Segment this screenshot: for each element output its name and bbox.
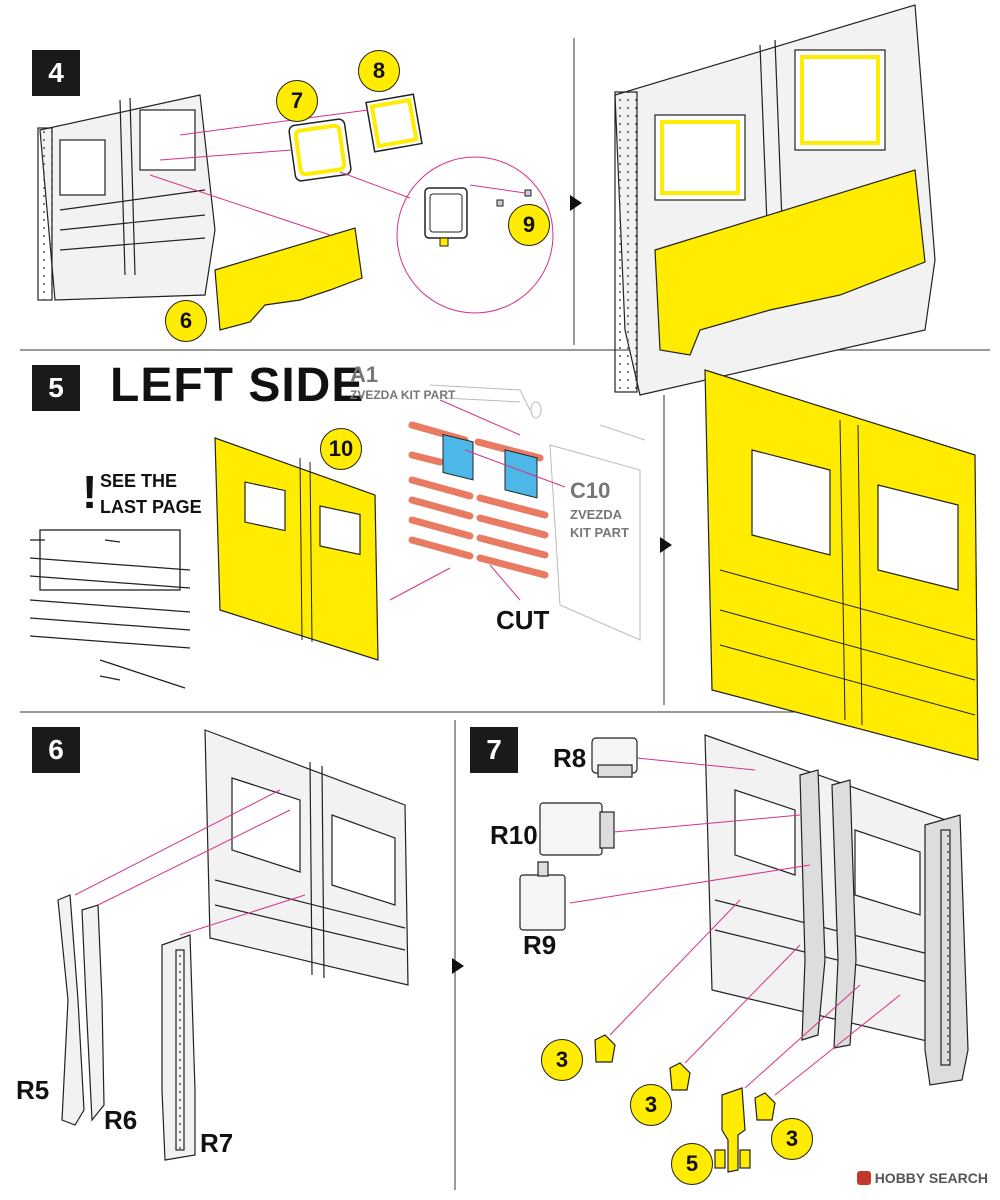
cut-strips xyxy=(408,421,549,579)
step-6-badge: 6 xyxy=(32,727,80,773)
part-7-callout: 7 xyxy=(276,80,318,122)
step-4-badge: 4 xyxy=(32,50,80,96)
step4-leader-lines xyxy=(149,109,526,236)
step6-leader-lines xyxy=(74,789,306,936)
note-exclamation: ! xyxy=(82,466,98,518)
r5-label: R5 xyxy=(16,1075,50,1105)
c10-line2: KIT PART xyxy=(570,525,629,540)
step7-frames xyxy=(799,769,969,1086)
step4-result-cover xyxy=(654,169,926,356)
part6-cover xyxy=(214,227,363,331)
note-line1: SEE THE xyxy=(100,471,178,491)
part5-bracket xyxy=(714,1087,751,1173)
part3-brackets xyxy=(594,1034,776,1121)
note-line2: LAST PAGE xyxy=(100,497,202,517)
glass-panes xyxy=(442,433,538,499)
step7-leader-lines xyxy=(569,757,901,1096)
r6-label: R6 xyxy=(104,1105,138,1135)
detail-circle xyxy=(396,156,554,314)
part-r9 xyxy=(519,861,566,931)
step-5-badge: 5 xyxy=(32,365,80,411)
step5-title: LEFT SIDE xyxy=(110,359,365,412)
part-3b-callout: 3 xyxy=(630,1084,672,1126)
ghost-fuselage xyxy=(429,384,646,641)
step-7-badge: 7 xyxy=(470,727,518,773)
frame-sprue xyxy=(29,529,191,689)
part-10-callout: 10 xyxy=(320,428,362,470)
part-r10 xyxy=(539,802,615,856)
part-8-callout: 8 xyxy=(358,50,400,92)
cut-label: CUT xyxy=(496,605,550,635)
step4-panel xyxy=(37,94,216,301)
part7-frame xyxy=(288,118,352,182)
r10-label: R10 xyxy=(490,820,538,850)
part-r5 xyxy=(57,894,85,1126)
part-r6 xyxy=(81,904,105,1122)
part-r7 xyxy=(161,934,196,1161)
c10-code: C10 xyxy=(570,478,611,503)
part8-frame xyxy=(365,93,423,153)
step5-result-panel xyxy=(704,369,979,761)
watermark-text: HOBBY SEARCH xyxy=(874,1170,988,1186)
step-arrows xyxy=(452,195,672,974)
part-3c-callout: 3 xyxy=(771,1118,813,1160)
hobby-search-logo-icon xyxy=(856,1171,871,1185)
c10-line1: ZVEZDA xyxy=(570,507,622,522)
watermark: HOBBY SEARCH xyxy=(856,1170,988,1186)
note-text: SEE THE LAST PAGE xyxy=(100,468,202,520)
step5-leader-lines xyxy=(439,399,566,488)
c10-text: ZVEZDA KIT PART xyxy=(570,506,629,542)
part-3a-callout: 3 xyxy=(541,1039,583,1081)
r9-label: R9 xyxy=(523,930,557,960)
part-5-callout: 5 xyxy=(671,1143,713,1185)
r7-label: R7 xyxy=(200,1128,234,1158)
a1-code: A1 xyxy=(350,362,379,387)
part-r8 xyxy=(591,737,638,778)
part10-panel xyxy=(214,437,379,661)
part-9-callout: 9 xyxy=(508,204,550,246)
cut-leader-lines xyxy=(389,564,521,601)
part-6-callout: 6 xyxy=(165,300,207,342)
step6-panel xyxy=(204,729,409,986)
a1-text: ZVEZDA KIT PART xyxy=(350,388,456,402)
r8-label: R8 xyxy=(553,743,587,773)
